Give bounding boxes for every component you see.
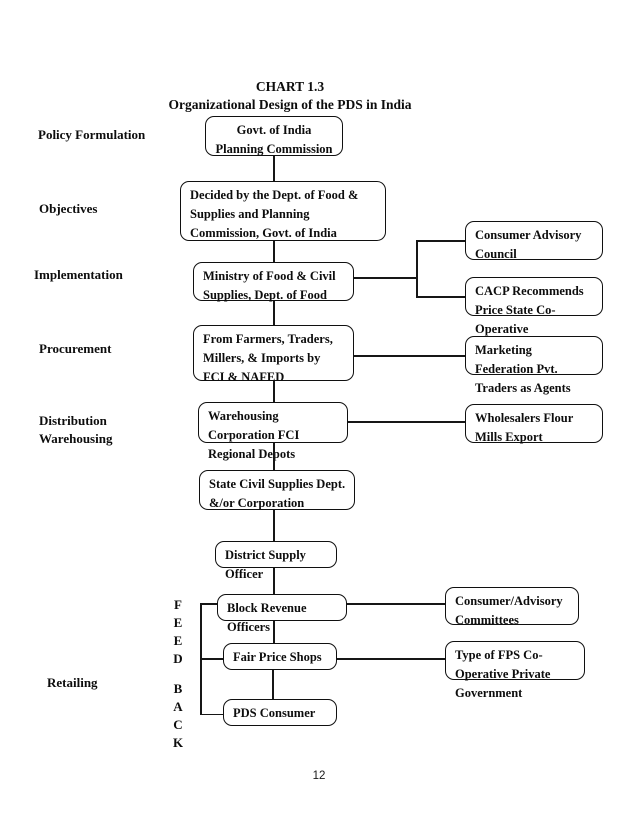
node-consumer-advisory-council: Consumer Advisory Council xyxy=(465,221,603,264)
stage-label-objectives: Objectives xyxy=(39,201,98,216)
node-decided-by-dept: Decided by the Dept. of Food & Supplies … xyxy=(180,181,386,243)
node-border xyxy=(199,470,355,510)
chart-title: CHART 1.3 Organizational Design of the P… xyxy=(0,78,580,113)
node-state-civil-supplies: State Civil Supplies Dept. &/or Corporat… xyxy=(199,470,355,513)
node-border xyxy=(445,587,579,625)
node-marketing-federation: Marketing Federation Pvt. Traders as Age… xyxy=(465,336,603,398)
connector-farmers-to-marketing xyxy=(354,355,465,357)
page-number: 12 xyxy=(312,770,326,782)
node-pds-consumer-label: PDS Consumer xyxy=(233,706,316,720)
node-warehousing-corporation: Warehousing Corporation FCI Regional Dep… xyxy=(198,402,348,464)
node-from-farmers-traders-label: From Farmers, Traders, Millers, & Import… xyxy=(203,332,333,384)
connector-farmers-to-warehousing xyxy=(273,381,275,402)
feedback-word-feed: F E E D xyxy=(173,597,183,666)
node-consumer-advisory-committees: Consumer/Advisory Committees xyxy=(445,587,579,630)
node-cacp-recommends-label: CACP Recommends Price State Co- Operativ… xyxy=(475,284,584,336)
chart-title-line1: CHART 1.3 xyxy=(255,79,325,94)
connector-branch-vertical xyxy=(416,240,418,297)
node-state-civil-supplies-label: State Civil Supplies Dept. &/or Corporat… xyxy=(209,477,346,510)
connector-district-to-block xyxy=(273,568,275,594)
node-block-revenue-officers-label: Block Revenue Officers xyxy=(227,601,307,634)
node-border xyxy=(465,336,603,375)
node-border xyxy=(193,262,354,301)
node-border xyxy=(465,404,603,443)
node-wholesalers-flour-mills-label: Wholesalers Flour Mills Export xyxy=(475,411,574,444)
node-consumer-advisory-committees-label: Consumer/Advisory Committees xyxy=(455,594,563,627)
connector-govt-to-decided xyxy=(273,156,275,181)
node-govt-of-india-label: Govt. of India Planning Commission xyxy=(215,123,333,156)
connector-state-to-district xyxy=(273,510,275,541)
connector-branch-to-cacp xyxy=(416,296,465,298)
node-ministry-food-civil: Ministry of Food & Civil Supplies, Dept.… xyxy=(193,262,354,305)
node-pds-consumer: PDS Consumer xyxy=(223,699,337,726)
connector-feedback-to-block xyxy=(200,603,217,605)
node-marketing-federation-label: Marketing Federation Pvt. Traders as Age… xyxy=(475,343,571,395)
node-district-supply-officer: District Supply Officer xyxy=(215,541,337,584)
node-border xyxy=(193,325,354,381)
node-decided-by-dept-label: Decided by the Dept. of Food & Supplies … xyxy=(190,188,359,240)
feedback-word-back: B A C K xyxy=(172,681,184,750)
node-cacp-recommends: CACP Recommends Price State Co- Operativ… xyxy=(465,277,603,339)
node-border xyxy=(198,402,348,443)
node-ministry-food-civil-label: Ministry of Food & Civil Supplies, Dept.… xyxy=(203,269,336,302)
node-fair-price-shops-label: Fair Price Shops xyxy=(233,650,322,664)
stage-label-policy-formulation: Policy Formulation xyxy=(38,127,146,142)
connector-feedback-to-fairprice xyxy=(200,658,223,660)
connector-warehousing-to-wholesalers xyxy=(348,421,465,423)
node-border xyxy=(223,699,337,726)
node-type-of-fps-label: Type of FPS Co- Operative Private Govern… xyxy=(455,648,551,700)
stage-label-retailing: Retailing xyxy=(47,675,98,690)
connector-warehousing-to-state xyxy=(273,443,275,470)
connector-decided-to-ministry xyxy=(273,241,275,262)
node-fair-price-shops: Fair Price Shops xyxy=(223,643,337,670)
connector-ministry-branch xyxy=(354,277,416,279)
node-warehousing-corporation-label: Warehousing Corporation FCI Regional Dep… xyxy=(208,409,300,461)
connector-block-to-fairprice xyxy=(273,621,275,643)
node-border xyxy=(445,641,585,680)
node-border xyxy=(215,541,337,568)
connector-fairprice-to-pds xyxy=(272,670,274,699)
connector-feedback-to-pds xyxy=(200,713,223,715)
node-border xyxy=(180,181,386,241)
node-border xyxy=(465,221,603,260)
node-block-revenue-officers: Block Revenue Officers xyxy=(217,594,347,637)
node-border xyxy=(205,116,343,156)
connector-ministry-to-farmers xyxy=(273,301,275,325)
stage-label-procurement: Procurement xyxy=(39,341,112,356)
stage-label-implementation: Implementation xyxy=(34,267,123,282)
stage-label-distribution-warehousing: Distribution Warehousing xyxy=(39,413,113,446)
node-wholesalers-flour-mills: Wholesalers Flour Mills Export xyxy=(465,404,603,447)
node-govt-of-india: Govt. of India Planning Commission xyxy=(205,116,343,159)
node-from-farmers-traders: From Farmers, Traders, Millers, & Import… xyxy=(193,325,354,387)
node-border xyxy=(217,594,347,621)
connector-fairprice-to-fpstype xyxy=(337,658,445,660)
chart-title-line2: Organizational Design of the PDS in Indi… xyxy=(168,96,412,112)
node-district-supply-officer-label: District Supply Officer xyxy=(225,548,306,581)
node-border xyxy=(223,643,337,670)
node-type-of-fps: Type of FPS Co- Operative Private Govern… xyxy=(445,641,585,703)
node-border xyxy=(465,277,603,316)
connector-block-to-committees xyxy=(347,603,445,605)
connector-branch-to-council xyxy=(416,240,465,242)
node-consumer-advisory-council-label: Consumer Advisory Council xyxy=(475,228,582,261)
